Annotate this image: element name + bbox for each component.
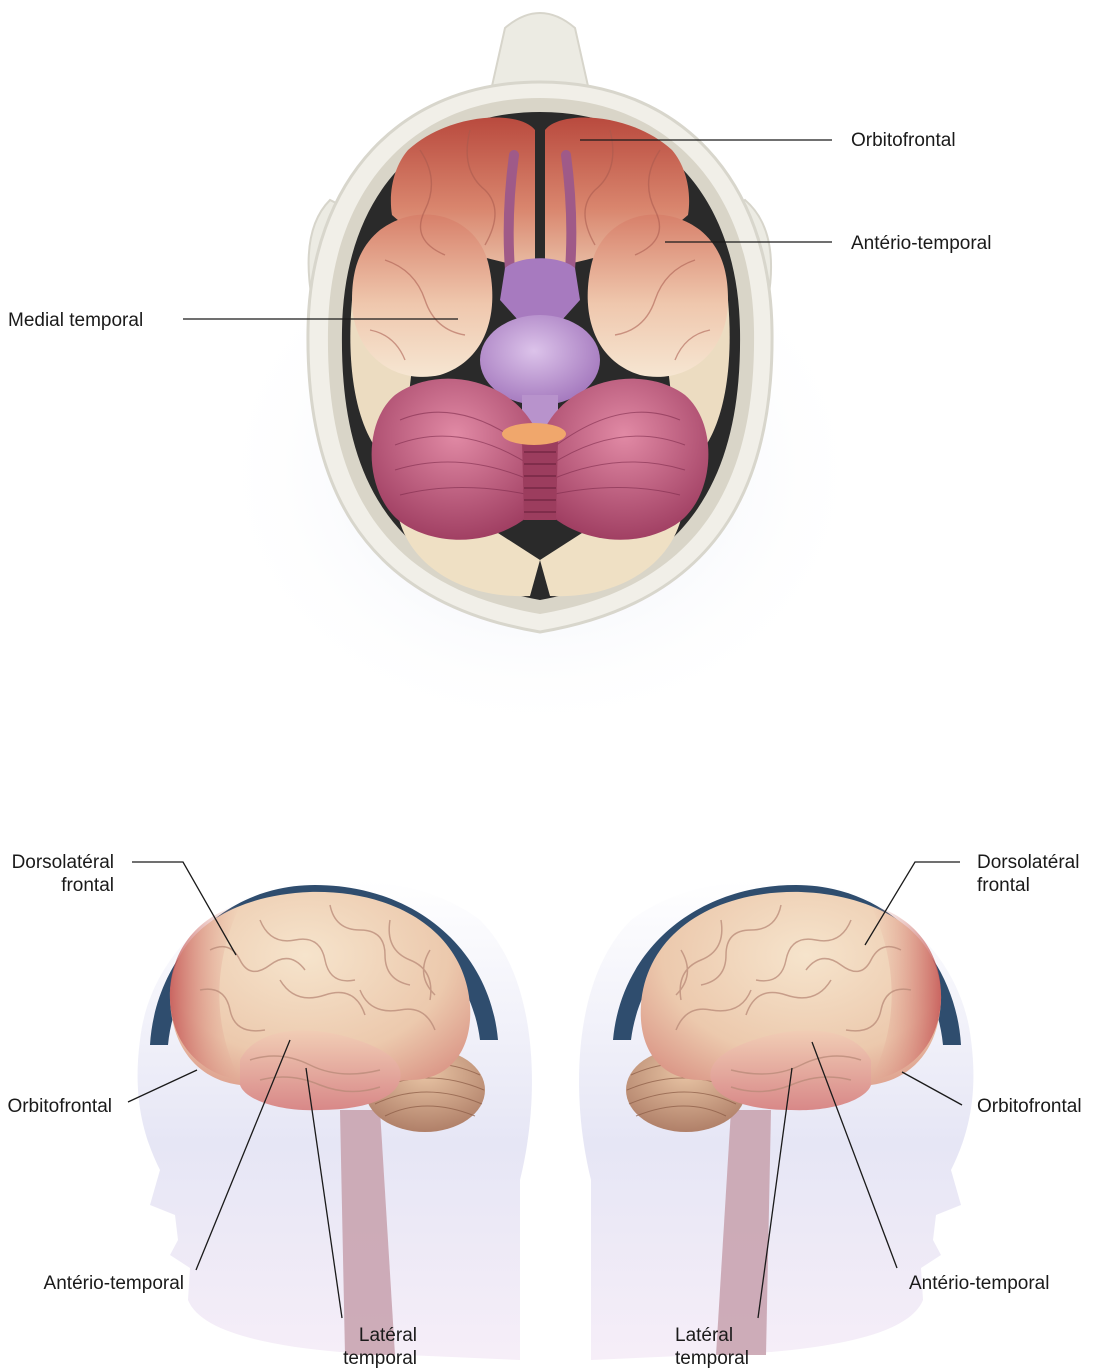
label-dorsolateral-line2: frontal xyxy=(61,875,114,896)
label-orbitofrontal: Orbitofrontal xyxy=(977,1096,1082,1117)
label-medial-temporal: Medial temporal xyxy=(8,310,143,331)
left-lateral-view-illustration xyxy=(138,880,532,1360)
label-dorsolateral-line1: Dorsolatéral xyxy=(12,852,114,873)
inferior-view-illustration xyxy=(210,13,870,740)
label-lateral-line2: temporal xyxy=(675,1348,749,1369)
label-anterio-temporal: Antério-temporal xyxy=(44,1273,184,1294)
label-dorsolateral-line1: Dorsolatéral xyxy=(977,852,1079,873)
label-anterio-temporal: Antério-temporal xyxy=(851,233,991,254)
label-lateral-line1: Latéral xyxy=(675,1325,733,1346)
label-lateral-line1: Latéral xyxy=(359,1325,417,1346)
label-lateral-line2: temporal xyxy=(343,1348,417,1369)
label-orbitofrontal: Orbitofrontal xyxy=(7,1096,112,1117)
label-anterio-temporal: Antério-temporal xyxy=(909,1273,1049,1294)
label-orbitofrontal: Orbitofrontal xyxy=(851,130,956,151)
label-dorsolateral-line2: frontal xyxy=(977,875,1030,896)
